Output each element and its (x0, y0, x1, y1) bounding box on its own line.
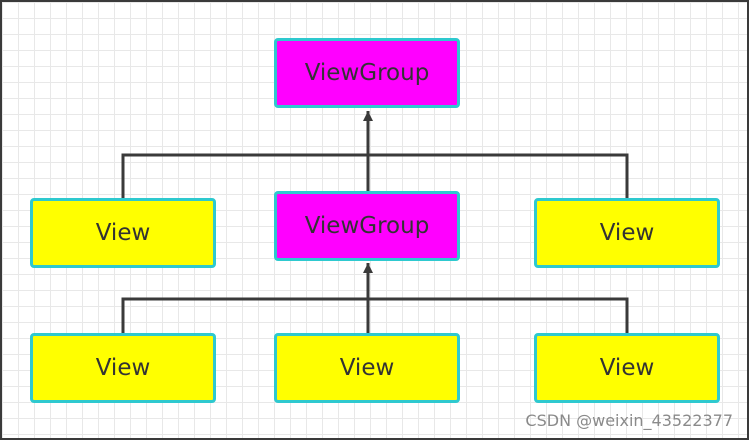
connector-level1-bracket (121, 153, 629, 198)
node-level2-view-right: View (534, 333, 720, 403)
node-level2-view-left: View (30, 333, 216, 403)
watermark-text: CSDN @weixin_43522377 (525, 411, 733, 430)
node-level2-view-middle: View (274, 333, 460, 403)
node-root-viewgroup: ViewGroup (274, 38, 460, 108)
connector-level2-bracket (121, 297, 629, 333)
node-level1-view-left: View (30, 198, 216, 268)
node-level1-view-right: View (534, 198, 720, 268)
node-level1-viewgroup: ViewGroup (274, 191, 460, 261)
